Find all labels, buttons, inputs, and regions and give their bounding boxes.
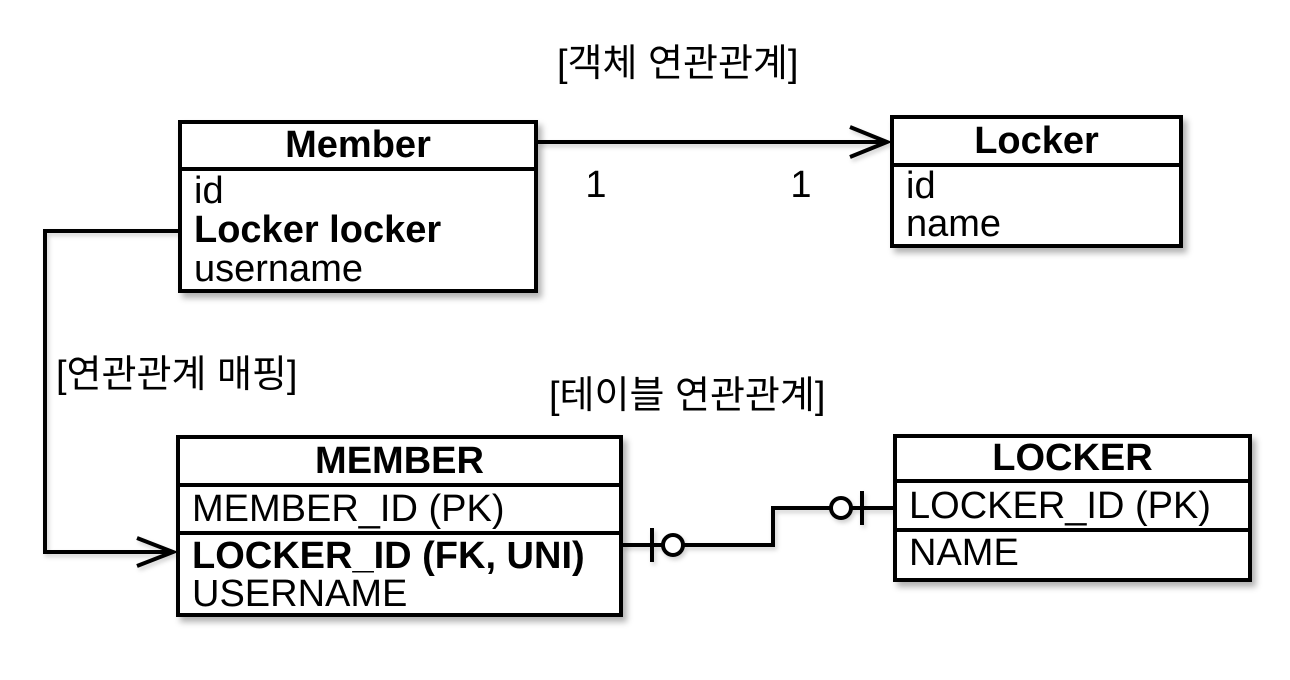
member-class-name: Member	[182, 124, 534, 171]
member-class-field-id: id	[194, 169, 224, 212]
member-table-name: MEMBER	[180, 439, 619, 487]
locker-class-box: Locker id name	[890, 115, 1183, 248]
member-table-column-member-id: MEMBER_ID (PK)	[180, 487, 619, 535]
locker-multiplicity-label: 1	[790, 164, 812, 206]
locker-side-zero-circle-icon	[829, 496, 853, 520]
locker-table-name: LOCKER	[897, 437, 1248, 483]
member-class-field-username: username	[194, 247, 363, 290]
locker-class-field-name: name	[906, 203, 1002, 245]
member-side-zero-circle-icon	[661, 533, 685, 557]
mapping-arrowhead-icon	[136, 536, 179, 568]
locker-class-field-id: id	[906, 165, 936, 207]
mapping-connector-line	[43, 229, 178, 554]
locker-class-name: Locker	[894, 119, 1179, 167]
locker-table-box: LOCKER LOCKER_ID (PK) NAME	[893, 434, 1252, 582]
object-association-title: [객체 연관관계]	[557, 43, 799, 85]
member-multiplicity-label: 1	[585, 164, 607, 206]
mapping-label: [연관관계 매핑]	[56, 354, 298, 396]
locker-table-column-name: NAME	[909, 532, 1019, 574]
member-table-column-locker-id: LOCKER_ID (FK, UNI)	[192, 535, 585, 577]
member-class-field-locker: Locker locker	[194, 208, 442, 251]
locker-table-column-locker-id: LOCKER_ID (PK)	[897, 483, 1248, 532]
member-class-box: Member id Locker locker username	[178, 120, 538, 293]
object-association-arrowhead-icon	[849, 125, 893, 159]
member-table-box: MEMBER MEMBER_ID (PK) LOCKER_ID (FK, UNI…	[176, 435, 623, 617]
member-table-column-username: USERNAME	[192, 573, 408, 615]
table-association-title: [테이블 연관관계]	[549, 375, 826, 417]
